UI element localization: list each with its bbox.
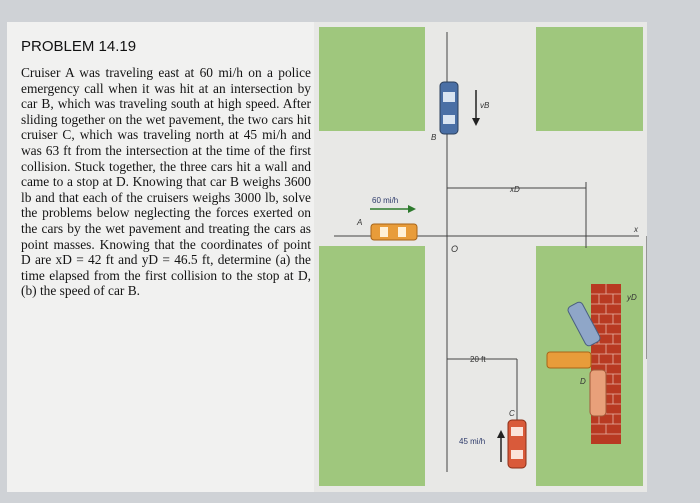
wreck-cars: [546, 301, 607, 417]
c-speed-label: 45 mi/h: [459, 437, 485, 446]
problem-statement: Cruiser A was traveling east at 60 mi/h …: [21, 65, 311, 299]
vb-label: vB: [480, 101, 490, 110]
intersection-figure: vB B 60 mi/h A O xD x yD: [314, 22, 647, 492]
c-speed-arrowhead: [497, 430, 505, 438]
xd-label: xD: [509, 185, 520, 194]
problem-title: PROBLEM 14.19: [21, 38, 137, 55]
grass-block-sw: [319, 246, 425, 486]
cruiser-c: [507, 419, 527, 469]
car-b: [439, 81, 459, 135]
problem-sheet: PROBLEM 14.19 Cruiser A was traveling ea…: [7, 22, 647, 492]
twenty-ft-label: 20 ft: [470, 355, 486, 364]
vb-arrowhead: [472, 118, 480, 126]
grass-block-nw: [319, 27, 425, 131]
yd-label: yD: [626, 293, 637, 302]
grass-block-ne: [536, 27, 643, 131]
cruiser-a: [370, 223, 418, 241]
b-label: B: [431, 133, 437, 142]
d-label: D: [580, 377, 586, 386]
origin-label: O: [451, 244, 458, 254]
brick-wall: [591, 284, 621, 444]
a-label: A: [356, 218, 362, 227]
c-label: C: [509, 409, 515, 418]
x-label: x: [633, 225, 639, 234]
a-speed-arrowhead: [408, 205, 416, 213]
a-speed-label: 60 mi/h: [372, 196, 398, 205]
